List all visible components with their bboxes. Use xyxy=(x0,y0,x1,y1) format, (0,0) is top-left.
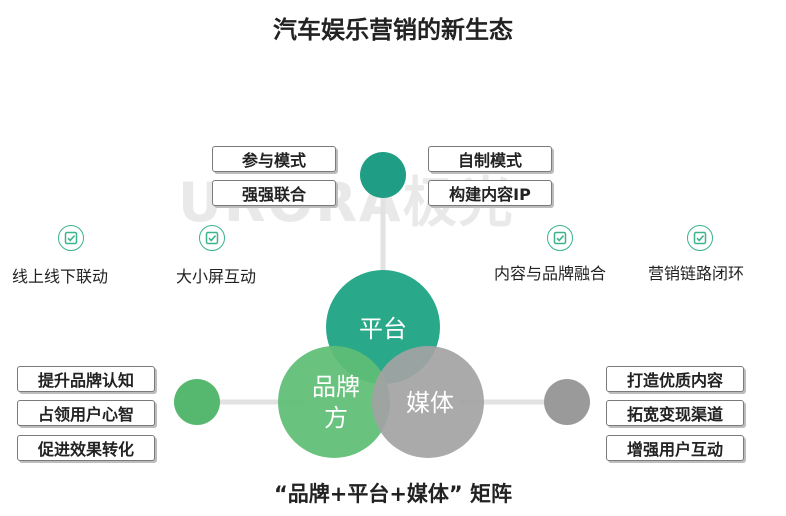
node-right xyxy=(544,379,590,425)
box-monetization-channels: 拓宽变现渠道 xyxy=(606,400,744,426)
box-quality-content: 打造优质内容 xyxy=(606,366,744,392)
node-top xyxy=(360,152,406,198)
matrix-caption: “品牌+平台+媒体” 矩阵 xyxy=(273,482,513,506)
check-icon xyxy=(547,225,573,251)
box-participation-mode: 参与模式 xyxy=(212,146,336,172)
box-user-mindshare: 占领用户心智 xyxy=(17,400,155,426)
box-conversion: 促进效果转化 xyxy=(17,435,155,461)
check-icon xyxy=(687,225,713,251)
feature-online-offline: 线上线下联动 xyxy=(12,267,109,286)
venn-platform-label: 平台 xyxy=(359,315,407,343)
venn-brand-circle xyxy=(278,346,390,458)
page-title: 汽车娱乐营销的新生态 xyxy=(273,16,513,44)
box-build-content-ip: 构建内容IP xyxy=(428,180,552,206)
venn-media-circle xyxy=(372,346,484,458)
feature-content-brand-fusion: 内容与品牌融合 xyxy=(494,264,607,283)
box-self-made-mode: 自制模式 xyxy=(428,146,552,172)
box-brand-awareness: 提升品牌认知 xyxy=(17,366,155,392)
venn-brand-label-line1: 品牌 xyxy=(312,373,360,401)
venn-media-label: 媒体 xyxy=(406,389,454,417)
box-user-interaction: 增强用户互动 xyxy=(606,435,744,461)
box-strong-alliance: 强强联合 xyxy=(212,180,336,206)
node-left xyxy=(174,379,220,425)
feature-marketing-loop: 营销链路闭环 xyxy=(648,264,745,283)
venn-brand-label-line2: 方 xyxy=(324,404,348,432)
check-icon xyxy=(58,225,84,251)
feature-screen-interaction: 大小屏互动 xyxy=(176,267,257,286)
check-icon xyxy=(199,225,225,251)
